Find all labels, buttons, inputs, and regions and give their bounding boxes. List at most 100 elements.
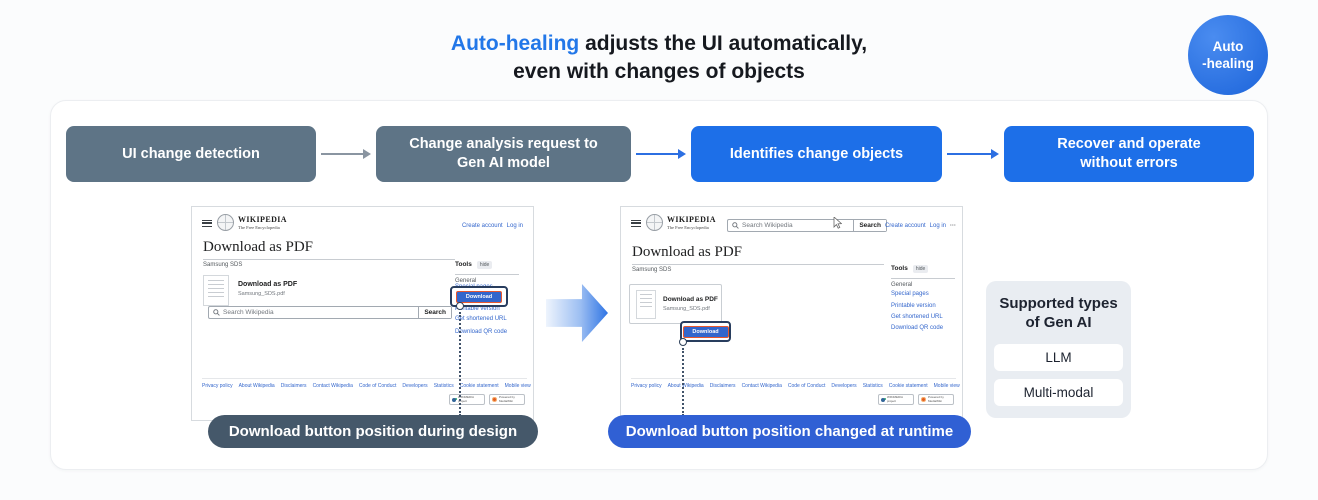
sidebar-link-qr-code[interactable]: Download QR code xyxy=(455,329,508,335)
caption-design-time: Download button position during design xyxy=(208,415,538,448)
sidebar-link-qr-code[interactable]: Download QR code xyxy=(891,325,944,331)
position-marker xyxy=(456,302,464,310)
header-search-bar[interactable]: Search Wikipedia Search xyxy=(727,219,887,232)
footer-link[interactable]: Code of Conduct xyxy=(787,383,826,389)
supported-title-line2: of Gen AI xyxy=(1025,314,1092,331)
wikipedia-logo-title: WIKIPEDIA xyxy=(238,215,287,224)
download-button[interactable]: Download xyxy=(456,290,502,303)
general-label: General xyxy=(891,278,955,288)
create-account-link[interactable]: Create account xyxy=(884,223,926,229)
article-subtitle: Samsung SDS xyxy=(632,267,672,273)
hide-toggle[interactable]: hide xyxy=(476,261,493,269)
sidebar-link-special-pages[interactable]: Special pages xyxy=(891,291,929,297)
pdf-card: Download as PDF Samsung_SDS.pdf xyxy=(629,284,722,324)
title-line2: even with changes of objects xyxy=(513,60,805,83)
main-panel: UI change detection Change analysis requ… xyxy=(50,100,1268,470)
wikipedia-globe-icon xyxy=(646,214,663,231)
search-bar[interactable]: Search Wikipedia Search xyxy=(208,306,452,319)
footer-link[interactable]: About Wikipedia xyxy=(667,383,704,389)
flow-step-recover-operate: Recover and operate without errors xyxy=(1004,126,1254,182)
footer-link[interactable]: Statistics xyxy=(433,383,454,389)
mediawiki-badge: Powered by MediaWiki xyxy=(489,394,525,405)
article-title: Download as PDF xyxy=(632,244,884,265)
footer-link[interactable]: Disclaimers xyxy=(709,383,736,389)
mediawiki-badge: Powered by MediaWiki xyxy=(918,394,954,405)
pdf-doc-filename: Samsung_SDS.pdf xyxy=(238,291,285,297)
change-highlight-box: Download xyxy=(680,321,731,342)
article-subtitle: Samsung SDS xyxy=(203,262,243,268)
screenshot-design-time: WIKIPEDIA The Free Encyclopedia Create a… xyxy=(191,206,534,421)
footer-link[interactable]: Mobile view xyxy=(933,383,960,389)
wiki-footer: Privacy policy About Wikipedia Disclaime… xyxy=(631,378,960,389)
supported-title-line1: Supported types xyxy=(999,295,1118,312)
search-button[interactable]: Search xyxy=(853,220,886,231)
mediawiki-icon xyxy=(492,397,497,402)
menu-icon[interactable] xyxy=(631,220,641,227)
footer-link[interactable]: Cookie statement xyxy=(888,383,928,389)
footer-link[interactable]: About Wikipedia xyxy=(238,383,275,389)
sidebar-link-printable-version[interactable]: Printable version xyxy=(891,303,936,309)
footer-link[interactable]: Developers xyxy=(402,383,428,389)
search-icon xyxy=(732,222,739,229)
hide-toggle[interactable]: hide xyxy=(912,265,929,273)
general-label: General xyxy=(455,274,519,284)
title-rest: adjusts the UI automatically, xyxy=(585,32,868,55)
badge-line1: Auto xyxy=(1212,39,1244,54)
flow-step-identifies-objects: Identifies change objects xyxy=(691,126,942,182)
title-highlight: Auto-healing xyxy=(450,32,580,55)
flow-arrow-2 xyxy=(636,149,686,159)
supported-item-llm: LLM xyxy=(994,344,1123,371)
tools-label: Tools xyxy=(455,261,472,268)
wikimedia-badge-text: WIKIMEDIA project xyxy=(458,396,474,403)
footer-link[interactable]: Privacy policy xyxy=(202,383,233,389)
mouse-cursor-icon xyxy=(833,217,842,229)
wikipedia-logo-subtitle: The Free Encyclopedia xyxy=(238,225,280,230)
supported-types-box: Supported types of Gen AI LLM Multi-moda… xyxy=(986,281,1131,418)
login-link[interactable]: Log in xyxy=(506,223,523,229)
supported-item-multimodal: Multi-modal xyxy=(994,379,1123,406)
flow-step-change-analysis: Change analysis request to Gen AI model xyxy=(376,126,631,182)
wikimedia-badge: WIKIMEDIA project xyxy=(878,394,914,405)
wikipedia-globe-icon xyxy=(217,214,234,231)
mediawiki-icon xyxy=(921,397,926,402)
search-placeholder: Search Wikipedia xyxy=(223,309,274,316)
footer-link[interactable]: Disclaimers xyxy=(280,383,307,389)
footer-link[interactable]: Code of Conduct xyxy=(358,383,397,389)
wikimedia-icon xyxy=(452,397,456,402)
flow-arrow-1 xyxy=(321,149,371,159)
sidebar-link-shortened-url[interactable]: Get shortened URL xyxy=(891,314,943,320)
wikimedia-badge-text: WIKIMEDIA project xyxy=(887,396,903,403)
flow-step-ui-change-detection: UI change detection xyxy=(66,126,316,182)
caption-runtime: Download button position changed at runt… xyxy=(608,415,971,448)
sidebar-link-printable-version[interactable]: Printable version xyxy=(455,306,500,312)
footer-link[interactable]: Contact Wikipedia xyxy=(312,383,353,389)
footer-link[interactable]: Cookie statement xyxy=(459,383,499,389)
footer-link[interactable]: Statistics xyxy=(862,383,883,389)
more-menu[interactable]: ··· xyxy=(950,223,956,229)
badge-line2: -healing xyxy=(1202,56,1254,71)
pdf-doc-title: Download as PDF xyxy=(663,296,718,303)
footer-link[interactable]: Developers xyxy=(831,383,857,389)
pdf-thumbnail xyxy=(203,275,229,306)
footer-link[interactable]: Mobile view xyxy=(504,383,531,389)
change-highlight-box: Download xyxy=(450,286,508,307)
download-button[interactable]: Download xyxy=(682,325,729,338)
menu-icon[interactable] xyxy=(202,220,212,227)
login-link[interactable]: Log in xyxy=(929,223,946,229)
pdf-doc-filename: Samsung_SDS.pdf xyxy=(663,306,710,312)
wiki-footer-badges: WIKIMEDIA project Powered by MediaWiki xyxy=(878,394,954,405)
mediawiki-badge-text: Powered by MediaWiki xyxy=(499,396,515,403)
sidebar-link-shortened-url[interactable]: Get shortened URL xyxy=(455,316,507,322)
wikimedia-icon xyxy=(881,397,885,402)
footer-link[interactable]: Privacy policy xyxy=(631,383,662,389)
footer-link[interactable]: Contact Wikipedia xyxy=(741,383,782,389)
wikimedia-badge: WIKIMEDIA project xyxy=(449,394,485,405)
search-button[interactable]: Search xyxy=(418,307,451,318)
wikipedia-logo-title: WIKIPEDIA xyxy=(667,215,716,224)
title-line1: Auto-healing adjusts the UI automaticall… xyxy=(0,30,1318,58)
create-account-link[interactable]: Create account xyxy=(461,223,503,229)
